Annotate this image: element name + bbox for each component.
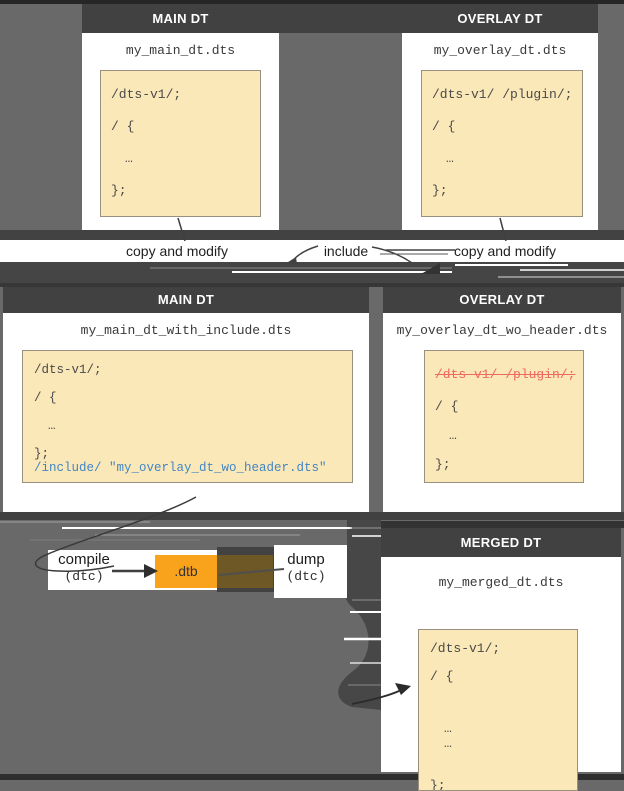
main-dt-include-header-bar: MAIN DT: [3, 287, 369, 313]
dump-label: dump (dtc): [278, 551, 334, 585]
merged-dt-code: /dts-v1/; / { … … };: [418, 629, 578, 791]
code-line-include: /include/ "my_overlay_dt_wo_header.dts": [34, 461, 327, 475]
top-edge-strip: [0, 0, 624, 4]
code-line: };: [435, 457, 451, 472]
dtb-file-box: .dtb: [155, 555, 217, 588]
overlay-dt-panel: my_overlay_dt.dts /dts-v1/ /plugin/; / {…: [402, 33, 598, 230]
overlay-dt-wo-header-box: OVERLAY DT my_overlay_dt_wo_header.dts /…: [383, 287, 621, 512]
overlay-dt-wo-header-code: /dts-v1/ /plugin/; / { … };: [424, 350, 584, 483]
compile-tool: (dtc): [64, 569, 104, 584]
bottom-edge-strip: [0, 774, 624, 780]
code-line: /dts-v1/ /plugin/;: [432, 87, 573, 102]
divider-band-lower: [0, 512, 624, 520]
code-line: };: [432, 183, 448, 198]
merged-arrowhead: [395, 683, 411, 695]
divider-band-streaks: [0, 262, 624, 287]
code-line: / {: [111, 119, 135, 134]
merged-dt-box: MERGED DT my_merged_dt.dts /dts-v1/; / {…: [381, 528, 621, 791]
merged-dt-header: MERGED DT: [460, 535, 542, 550]
code-line: …: [444, 721, 452, 736]
overlay-dt-wo-header-header: OVERLAY DT: [459, 292, 545, 307]
top-header-bar: MAIN DT OVERLAY DT: [82, 4, 598, 33]
merged-arrow-line: [351, 690, 400, 705]
code-line: …: [48, 419, 56, 433]
code-line: …: [444, 736, 452, 751]
overlay-dt-wo-header-body: my_overlay_dt_wo_header.dts /dts-v1/ /pl…: [383, 313, 621, 512]
include-arrowhead-left: [285, 257, 297, 264]
main-dt-filename: my_main_dt.dts: [125, 43, 236, 58]
main-dt-panel: my_main_dt.dts /dts-v1/; / { … };: [82, 33, 279, 230]
dump-action: dump: [287, 551, 325, 568]
dump-band: [274, 545, 347, 598]
merged-dt-filename: my_merged_dt.dts: [438, 575, 564, 590]
dump-arrow-line: [218, 568, 285, 576]
code-line: / {: [430, 669, 454, 684]
code-line: };: [111, 183, 127, 198]
code-line: …: [446, 151, 454, 166]
code-line: / {: [435, 399, 459, 414]
overlay-dt-header: OVERLAY DT: [457, 11, 543, 26]
compile-label: compile (dtc): [52, 551, 116, 585]
overlay-dt-code: /dts-v1/ /plugin/; / { … };: [421, 70, 583, 217]
main-dt-header: MAIN DT: [152, 11, 209, 26]
main-dt-include-body: my_main_dt_with_include.dts /dts-v1/; / …: [3, 313, 369, 512]
dump-tool: (dtc): [286, 569, 326, 584]
label-band: [0, 240, 624, 262]
overlay-dt-filename: my_overlay_dt.dts: [433, 43, 567, 58]
merged-dt-header-bar: MERGED DT: [381, 528, 621, 557]
code-line: /dts-v1/;: [111, 87, 182, 102]
code-line: …: [125, 151, 133, 166]
main-dt-code: /dts-v1/; / { … };: [100, 70, 261, 217]
overlay-dt-wo-header-bar: OVERLAY DT: [383, 287, 621, 313]
compile-curve-arrow: [35, 496, 197, 572]
copy-and-modify-label-left: copy and modify: [126, 243, 228, 259]
code-line: / {: [432, 119, 456, 134]
main-dt-include-filename: my_main_dt_with_include.dts: [80, 323, 292, 338]
code-line: / {: [34, 391, 57, 405]
merged-top-rule: [375, 521, 624, 528]
main-dt-include-header: MAIN DT: [157, 292, 215, 307]
overlay-dt-connector-line: [499, 217, 507, 242]
overlay-dt-wo-header-filename: my_overlay_dt_wo_header.dts: [396, 323, 608, 338]
main-dt-include-code: /dts-v1/; / { … }; /include/ "my_overlay…: [22, 350, 353, 483]
main-dt-include-box: MAIN DT my_main_dt_with_include.dts /dts…: [3, 287, 369, 512]
include-label: include: [323, 243, 369, 259]
code-line: };: [34, 447, 50, 461]
main-dt-connector-line: [177, 217, 186, 242]
code-line-deleted: /dts-v1/ /plugin/;: [435, 367, 576, 382]
code-line: /dts-v1/;: [430, 641, 501, 656]
divider-band-upper: [0, 230, 624, 240]
divider-rule: [0, 283, 624, 287]
copy-and-modify-label-right: copy and modify: [454, 243, 556, 259]
code-line: …: [449, 428, 457, 443]
streak-arrowhead: [421, 263, 440, 274]
merged-dt-body: my_merged_dt.dts /dts-v1/; / { … … };: [381, 557, 621, 791]
compile-action: compile: [58, 551, 110, 568]
compile-arrowhead: [144, 564, 158, 578]
code-line: /dts-v1/;: [34, 363, 102, 377]
